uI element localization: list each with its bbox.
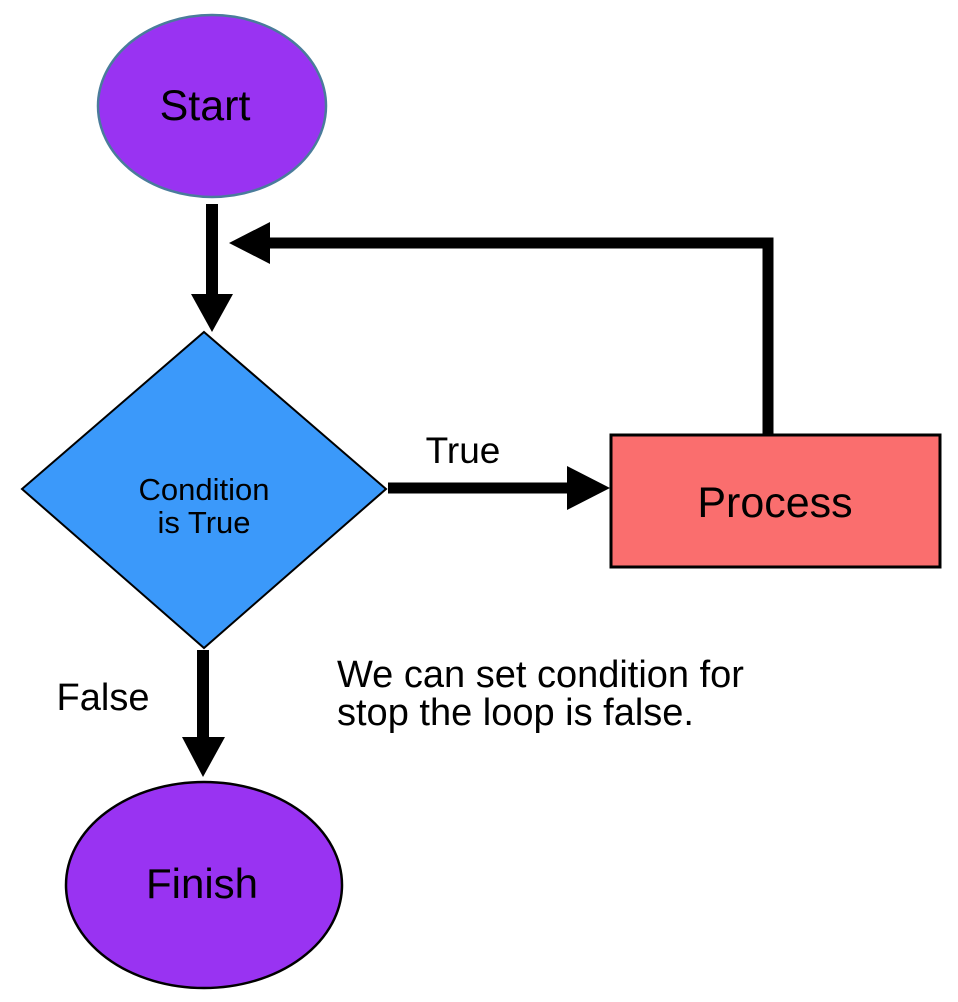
arrow-condition-to-process [388,466,610,510]
process-node [609,433,942,569]
condition-node [20,330,388,650]
start-node [96,13,328,199]
start-node-label: Start [160,82,251,130]
condition-node-label-line1: Condition [139,472,270,507]
arrowhead-down-icon [191,294,233,332]
arrow-start-to-condition [191,204,233,332]
annotation-text: We can set condition for stop the loop i… [337,654,744,734]
arrowhead-right-icon [567,466,610,510]
arrow-loop-back [229,222,774,436]
arrowhead-down-icon [182,737,225,777]
false-edge-label: False [57,677,150,719]
arrow-condition-to-finish [182,650,225,777]
true-edge-label: True [426,430,501,471]
loop-arrow-shaft [268,237,774,436]
condition-node-label-line2: is True [157,505,250,540]
arrowhead-left-icon [229,222,270,264]
finish-node-label: Finish [146,860,258,907]
annotation-line2: stop the loop is false. [337,692,694,734]
annotation-line1: We can set condition for [337,654,744,696]
process-node-label: Process [697,479,852,527]
finish-node [64,780,344,990]
